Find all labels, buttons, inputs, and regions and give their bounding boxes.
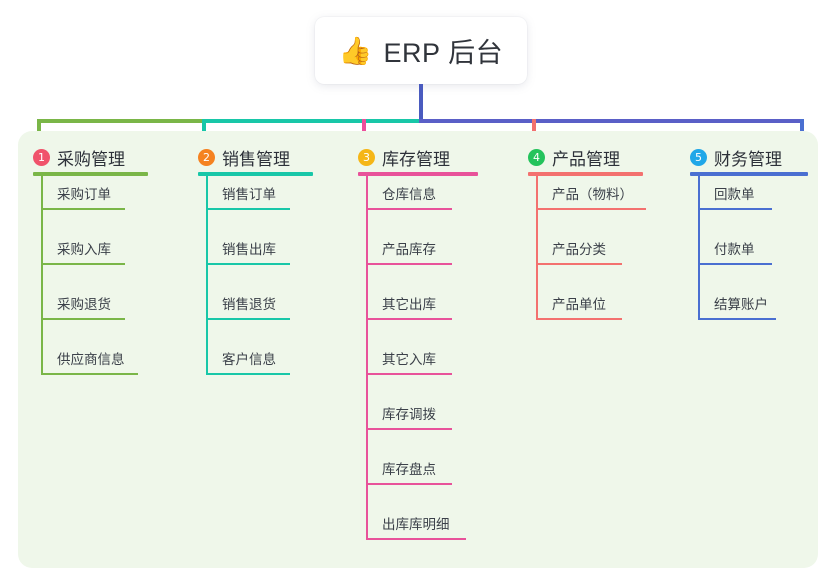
- branch-item-label: 出库库明细: [382, 517, 450, 532]
- branch-header-rule: [198, 172, 313, 176]
- branch-header-4[interactable]: 4 产品管理: [528, 145, 620, 170]
- branch-item-rule: [206, 318, 290, 320]
- branch-item-rule: [698, 208, 772, 210]
- branch-item-label: 供应商信息: [57, 352, 125, 367]
- branch-title-label: 采购管理: [57, 150, 125, 169]
- branch-item-label: 付款单: [714, 242, 755, 257]
- branch-item-rule: [366, 318, 452, 320]
- branch-header-rule: [33, 172, 148, 176]
- branch-item-label: 产品（物料）: [552, 187, 633, 202]
- branch-item-rule: [41, 208, 125, 210]
- branch-spine: [206, 176, 208, 375]
- branch-header-rule: [690, 172, 808, 176]
- branch-item-label: 其它出库: [382, 297, 436, 312]
- branch-header-1[interactable]: 1 采购管理: [33, 145, 125, 170]
- branch-item-label: 销售退货: [222, 297, 276, 312]
- branch-item-label: 其它入库: [382, 352, 436, 367]
- branch-title-label: 销售管理: [222, 150, 290, 169]
- branch-item-rule: [366, 263, 452, 265]
- branch-spine: [41, 176, 43, 375]
- branch-item-rule: [41, 318, 125, 320]
- branches-panel: 1 采购管理采购订单采购入库采购退货供应商信息 2 销售管理销售订单销售出库销售退货客…: [18, 131, 818, 568]
- branch-item-rule: [698, 263, 772, 265]
- branch-title-label: 财务管理: [714, 150, 782, 169]
- branch-title-label: 产品管理: [552, 150, 620, 169]
- branch-item-rule: [366, 208, 452, 210]
- branch-item-label: 采购订单: [57, 187, 111, 202]
- trunk-segment-right: [419, 119, 804, 123]
- branch-item-rule: [41, 263, 125, 265]
- branch-number-badge: 4: [528, 149, 545, 166]
- branch-spine: [536, 176, 538, 320]
- branch-item-rule: [698, 318, 776, 320]
- branch-item-rule: [206, 208, 290, 210]
- branch-spine: [698, 176, 700, 320]
- branch-number-badge: 5: [690, 149, 707, 166]
- root-stem-connector: [419, 84, 423, 123]
- branch-title-label: 库存管理: [382, 150, 450, 169]
- branch-item-label: 销售出库: [222, 242, 276, 257]
- branch-item-label: 采购入库: [57, 242, 111, 257]
- branch-header-2[interactable]: 2 销售管理: [198, 145, 290, 170]
- branch-item-label: 客户信息: [222, 352, 276, 367]
- branch-item-label: 产品库存: [382, 242, 436, 257]
- branch-item-label: 仓库信息: [382, 187, 436, 202]
- branch-item-rule: [536, 208, 646, 210]
- branch-item-rule: [206, 373, 290, 375]
- branch-item-label: 产品分类: [552, 242, 606, 257]
- branch-item-rule: [206, 263, 290, 265]
- branch-number-badge: 1: [33, 149, 50, 166]
- branch-header-rule: [528, 172, 643, 176]
- branch-header-rule: [358, 172, 478, 176]
- branch-item-label: 库存调拨: [382, 407, 436, 422]
- branch-item-rule: [366, 483, 452, 485]
- trunk-segment-mid: [202, 119, 419, 123]
- branch-item-rule: [366, 428, 452, 430]
- branch-item-label: 结算账户: [714, 297, 768, 312]
- branch-item-label: 销售订单: [222, 187, 276, 202]
- root-node-card[interactable]: 👍 ERP 后台: [315, 17, 527, 84]
- branch-item-rule: [41, 373, 138, 375]
- branch-item-rule: [366, 538, 466, 540]
- branch-item-label: 回款单: [714, 187, 755, 202]
- branch-item-rule: [366, 373, 452, 375]
- page-title: ERP 后台: [383, 38, 504, 68]
- branch-item-rule: [536, 263, 622, 265]
- branch-item-label: 库存盘点: [382, 462, 436, 477]
- thumbs-up-icon: 👍: [338, 36, 373, 66]
- branch-header-5[interactable]: 5 财务管理: [690, 145, 782, 170]
- branch-item-rule: [536, 318, 622, 320]
- branch-spine: [366, 176, 368, 540]
- branch-item-label: 产品单位: [552, 297, 606, 312]
- branch-number-badge: 3: [358, 149, 375, 166]
- trunk-segment-left: [37, 119, 202, 123]
- branch-header-3[interactable]: 3 库存管理: [358, 145, 450, 170]
- branch-number-badge: 2: [198, 149, 215, 166]
- branch-item-label: 采购退货: [57, 297, 111, 312]
